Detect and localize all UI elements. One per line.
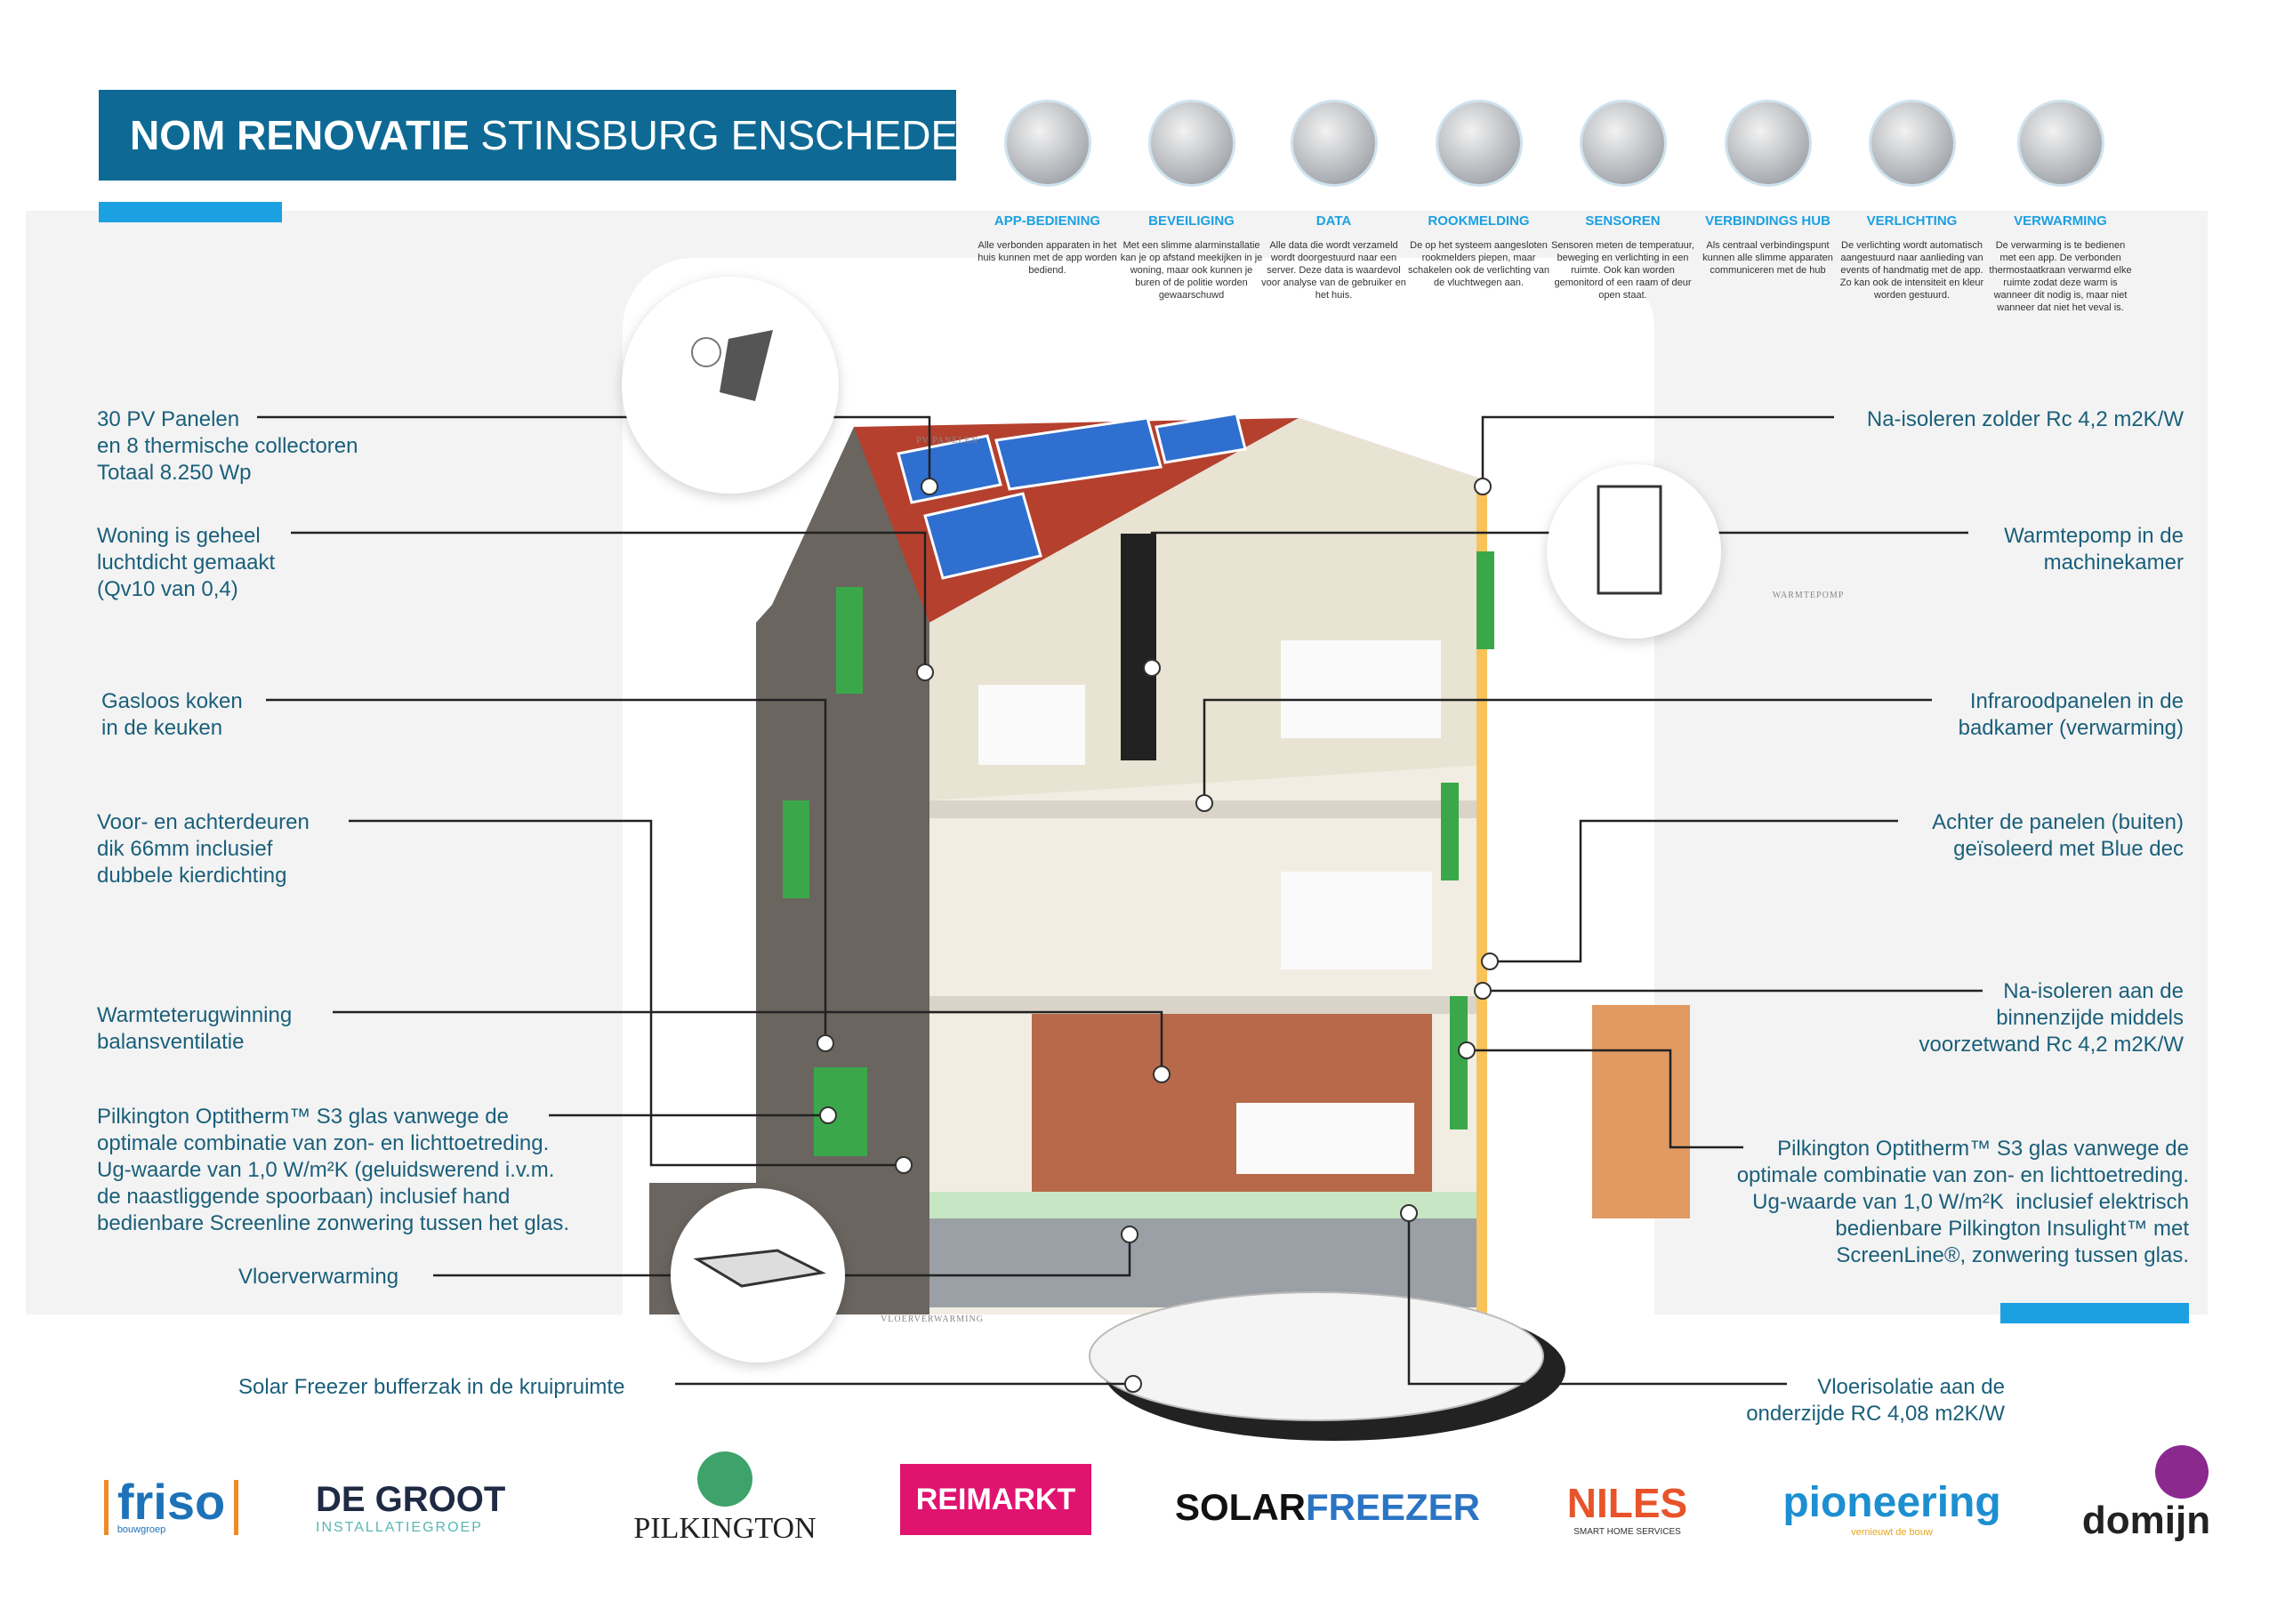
feature-data: DATA Alle data die wordt verzameld wordt … bbox=[1260, 100, 1407, 301]
heatpump-callout: WARMTEPOMP bbox=[1547, 464, 1843, 639]
pilkington-emblem-icon bbox=[697, 1451, 752, 1507]
right-callout-label: Infraroodpanelen in de badkamer (verwarm… bbox=[1958, 689, 2184, 740]
logo-pilkington: PILKINGTON bbox=[632, 1441, 818, 1556]
feature-desc: Als centraal verbindingspunt kunnen alle… bbox=[1702, 240, 1833, 276]
right-callout-label: Warmtepomp in de machinekamer bbox=[2004, 524, 2184, 575]
feature-title: APP-BEDIENING bbox=[994, 213, 1101, 229]
feature-title: BEVEILIGING bbox=[1148, 213, 1235, 229]
page-title: NOM RENOVATIE STINSBURG ENSCHEDE bbox=[99, 90, 959, 181]
title-rest: STINSBURG ENSCHEDE bbox=[480, 112, 959, 158]
pioneering-text: pioneering bbox=[1782, 1478, 2001, 1526]
heatpump-callout-label: WARMTEPOMP bbox=[1772, 590, 1845, 600]
lamp-icon bbox=[1868, 100, 1956, 187]
friso-sub: bouwgroep bbox=[117, 1524, 166, 1535]
feature-app-bediening: APP-BEDIENING Alle verbonden apparaten in… bbox=[974, 100, 1121, 277]
degroot-sub: INSTALLATIEGROEP bbox=[316, 1519, 483, 1535]
feature-desc: De op het systeem aangesloten rookmelder… bbox=[1408, 240, 1549, 288]
feature-title: VERWARMING bbox=[2014, 213, 2107, 229]
accent-bar bbox=[99, 202, 282, 222]
feature-title: VERBINDINGS HUB bbox=[1705, 213, 1830, 229]
thermostat-icon bbox=[2016, 100, 2104, 187]
left-callout-label: Gasloos koken in de keuken bbox=[101, 689, 243, 740]
left-callout-label: Vloerverwarming bbox=[238, 1265, 399, 1289]
floor-heating-layer bbox=[929, 1192, 1485, 1218]
friso-text: friso bbox=[117, 1474, 226, 1530]
left-callout-label: Pilkington Optitherm™ S3 glas vanwege de… bbox=[97, 1105, 570, 1235]
niles-sub: SMART HOME SERVICES bbox=[1573, 1526, 1681, 1537]
feature-rookmelding: ROOKMELDING De op het systeem aangesloten… bbox=[1405, 100, 1552, 289]
feature-desc: Alle verbonden apparaten in het huis kun… bbox=[978, 240, 1117, 276]
smartphone-icon bbox=[1003, 100, 1091, 187]
domijn-text: domijn bbox=[2081, 1499, 2211, 1542]
feature-desc: De verwarming is te bedienen met een app… bbox=[1989, 240, 2132, 313]
feature-title: SENSOREN bbox=[1585, 213, 1661, 229]
feature-desc: Alle data die wordt verzameld wordt door… bbox=[1261, 240, 1406, 301]
feature-title: DATA bbox=[1316, 213, 1352, 229]
solar-panel-icon bbox=[691, 330, 773, 401]
right-callout-label: Vloerisolatie aan de onderzijde RC 4,08 … bbox=[1746, 1375, 2005, 1426]
reimarkt-text: REIMARKT bbox=[915, 1482, 1076, 1516]
pv-callout-label: PV PANELEN bbox=[916, 436, 978, 446]
pilkington-text: PILKINGTON bbox=[633, 1512, 817, 1545]
feature-desc: Sensoren meten de temperatuur, beweging … bbox=[1551, 240, 1694, 301]
left-callout-label: Warmteterugwinning balansventilatie bbox=[97, 1003, 293, 1054]
server-icon bbox=[1290, 100, 1378, 187]
left-callout-label: Voor- en achterdeuren dik 66mm inclusief… bbox=[97, 810, 310, 888]
feature-verwarming: VERWARMING De verwarming is te bedienen m… bbox=[1987, 100, 2134, 314]
feature-desc: Met een slimme alarminstallatie kan je o… bbox=[1120, 240, 1263, 301]
right-callout-label: Achter de panelen (buiten) geïsoleerd me… bbox=[1932, 810, 2184, 861]
feature-verlichting: VERLICHTING De verlichting wordt automati… bbox=[1838, 100, 1985, 301]
left-callout-label: Woning is geheel luchtdicht gemaakt (Qv1… bbox=[97, 524, 276, 601]
left-callout-label: 30 PV Panelen en 8 thermische collectore… bbox=[97, 407, 358, 485]
smoke-detector-icon bbox=[1435, 100, 1523, 187]
pioneering-sub: vernieuwt de bouw bbox=[1851, 1526, 1933, 1538]
feature-sensoren: SENSOREN Sensoren meten de temperatuur, b… bbox=[1549, 100, 1696, 301]
right-callout-label: Na-isoleren zolder Rc 4,2 m2K/W bbox=[1866, 407, 2184, 431]
logo-domijn: domijn bbox=[2062, 1432, 2231, 1556]
right-callout-label: Pilkington Optitherm™ S3 glas vanwege de… bbox=[1736, 1137, 2189, 1267]
floor-heating-callout: VLOERVERWARMING bbox=[671, 1188, 983, 1363]
sensor-icon bbox=[1579, 100, 1667, 187]
leader-lines bbox=[257, 415, 1983, 1386]
niles-text: NILES bbox=[1566, 1479, 1688, 1526]
left-callout-label: Solar Freezer bufferzak in de kruipruimt… bbox=[238, 1375, 625, 1399]
solar-freezer-bag bbox=[1089, 1291, 1544, 1421]
feature-title: ROOKMELDING bbox=[1428, 213, 1530, 229]
feature-beveiliging: BEVEILIGING Met een slimme alarminstallat… bbox=[1118, 100, 1265, 301]
leader-dots bbox=[817, 478, 1499, 1393]
fence bbox=[1592, 1005, 1690, 1218]
pv-panel-callout: PV PANELEN bbox=[622, 277, 978, 494]
degroot-text: DE GROOT bbox=[316, 1479, 506, 1519]
feature-verbindings-hub: VERBINDINGS HUB Als centraal verbindingsp… bbox=[1694, 100, 1841, 277]
hub-icon bbox=[1724, 100, 1812, 187]
floor-callout-label: VLOERVERWARMING bbox=[881, 1314, 984, 1324]
logo-reimarkt: REIMARKT bbox=[900, 1464, 1091, 1535]
heatpump-unit bbox=[1121, 534, 1156, 760]
feature-title: VERLICHTING bbox=[1866, 213, 1958, 229]
freezer-text: FREEZER bbox=[1306, 1486, 1481, 1528]
feature-desc: De verlichting wordt automatisch aangest… bbox=[1839, 240, 1984, 301]
domijn-flower-icon bbox=[2155, 1445, 2209, 1499]
title-bold: NOM RENOVATIE bbox=[130, 112, 470, 158]
accent-bar-bottom bbox=[2000, 1303, 2189, 1323]
solar-text: SOLAR bbox=[1175, 1486, 1306, 1528]
floor-heating-icon bbox=[693, 1249, 826, 1288]
right-callout-label: Na-isoleren aan de binnenzijde middels v… bbox=[1919, 979, 2184, 1057]
heatpump-icon bbox=[1597, 485, 1662, 595]
alarm-icon bbox=[1147, 100, 1235, 187]
